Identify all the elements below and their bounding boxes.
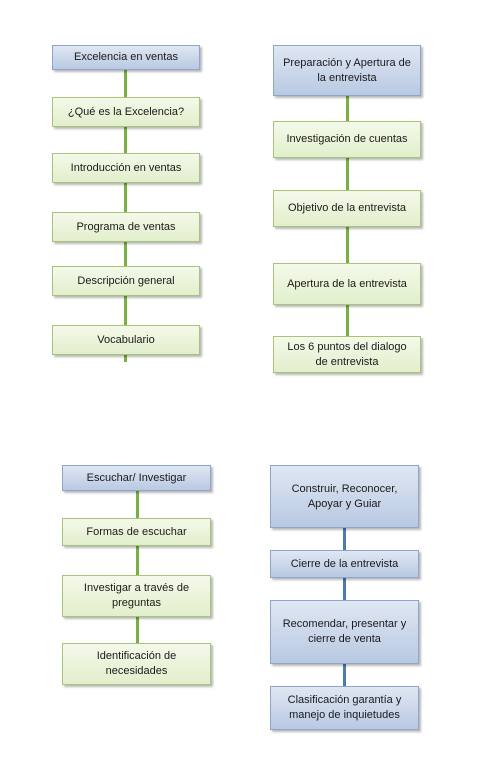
flow-header: Excelencia en ventas	[52, 45, 200, 70]
flow-step: Vocabulario	[52, 325, 200, 355]
flow-step: Recomendar, presentar y cierre de venta	[270, 600, 419, 664]
flow-step: Identificación de necesidades	[62, 643, 211, 685]
flow-step: Los 6 puntos del dialogo de entrevista	[273, 336, 421, 373]
flow-step: Programa de ventas	[52, 212, 200, 242]
flow-step: Cierre de la entrevista	[270, 550, 419, 578]
flow-step: Clasificación garantía y manejo de inqui…	[270, 686, 419, 730]
flow-step: Descripción general	[52, 266, 200, 296]
flow-step: Investigación de cuentas	[273, 121, 421, 158]
flow-step: Apertura de la entrevista	[273, 263, 421, 305]
flow-header: Preparación y Apertura de la entrevista	[273, 45, 421, 96]
flow-header: Escuchar/ Investigar	[62, 465, 211, 491]
flow-step: Introducción en ventas	[52, 153, 200, 183]
flow-step: Investigar a través de preguntas	[62, 575, 211, 617]
flow-step: Formas de escuchar	[62, 518, 211, 546]
flow-step: ¿Qué es la Excelencia?	[52, 97, 200, 127]
flow-header: Construir, Reconocer, Apoyar y Guiar	[270, 465, 419, 528]
flow-step: Objetivo de la entrevista	[273, 190, 421, 227]
